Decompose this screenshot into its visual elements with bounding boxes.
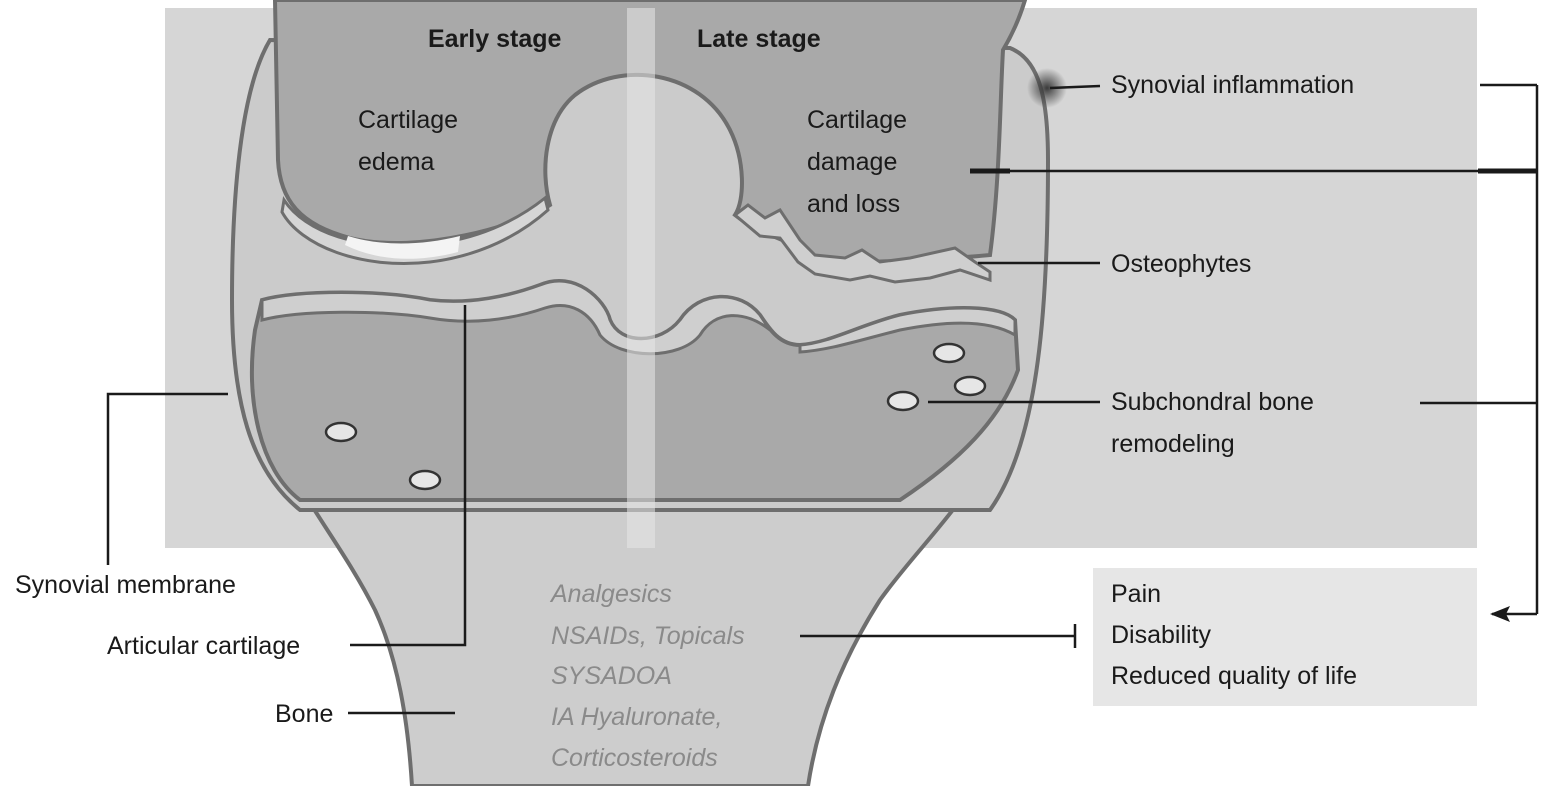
articular-cartilage-label: Articular cartilage	[107, 632, 300, 660]
synovial-inflammation-label: Synovial inflammation	[1111, 71, 1354, 99]
bone-label: Bone	[275, 700, 333, 728]
late-cartilage-label-1: Cartilage	[807, 106, 907, 134]
late-cartilage-label-3: and loss	[807, 190, 900, 218]
treatment-nsaids: NSAIDs, Topicals	[551, 622, 745, 650]
outcome-pain: Pain	[1111, 580, 1161, 608]
synovial-membrane-label: Synovial membrane	[15, 571, 236, 599]
outcome-quality-of-life: Reduced quality of life	[1111, 662, 1357, 690]
early-stage-heading: Early stage	[428, 25, 562, 53]
late-stage-heading: Late stage	[697, 25, 821, 53]
subchondral-label-1: Subchondral bone	[1111, 388, 1314, 416]
osteophytes-label: Osteophytes	[1111, 250, 1251, 278]
treatment-sysadoa: SYSADOA	[551, 662, 672, 690]
bone-cyst	[934, 344, 964, 362]
bone-cyst	[410, 471, 440, 489]
early-cartilage-label-2: edema	[358, 148, 435, 176]
treatment-corticosteroids: Corticosteroids	[551, 744, 718, 772]
stage-divider	[627, 8, 655, 548]
treatment-analgesics: Analgesics	[549, 580, 672, 608]
bone-cyst	[326, 423, 356, 441]
early-cartilage-label-1: Cartilage	[358, 106, 458, 134]
outcome-disability: Disability	[1111, 621, 1212, 649]
bone-cyst	[955, 377, 985, 395]
late-cartilage-label-2: damage	[807, 148, 897, 176]
subchondral-label-2: remodeling	[1111, 430, 1235, 458]
bone-cyst	[888, 392, 918, 410]
treatment-ia-hyaluronate: IA Hyaluronate,	[551, 703, 722, 731]
